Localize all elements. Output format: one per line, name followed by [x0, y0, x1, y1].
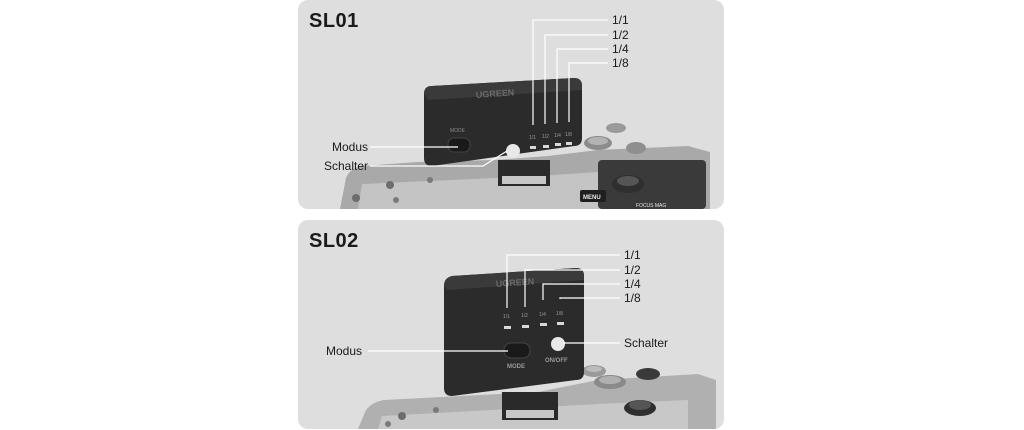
led-mark: 1/2: [521, 313, 528, 319]
camera-dial-top: [599, 376, 621, 384]
device-top-edge: [424, 78, 582, 100]
camera-control-wheel-top: [617, 176, 639, 186]
device-mode-button: [447, 137, 471, 153]
led-1-1: [504, 326, 511, 329]
screw-hole: [386, 181, 394, 189]
panel-sl01: MENU FOCUS MAG UGREEN MODE 1/1 1/2 1/4 1…: [298, 0, 724, 209]
callout-line-1-8: [568, 62, 608, 122]
led-1-4: [540, 323, 547, 326]
focus-mag-text: FOCUS MAG: [636, 203, 666, 209]
device-body: [444, 268, 584, 396]
camera-control-wheel-top: [629, 400, 651, 410]
device-mode-text: MODE: [507, 364, 525, 370]
callout-line-switch: [370, 150, 508, 167]
callout-line-1-4: [556, 48, 608, 123]
led-1-8: [566, 142, 572, 145]
led-mark: 1/4: [539, 312, 546, 318]
camera-dial: [626, 142, 646, 154]
callout-line-1-8: [559, 297, 620, 299]
camera-dial-top: [586, 366, 602, 372]
callout-line-1-2: [524, 269, 620, 307]
sl01-illustration: MENU FOCUS MAG UGREEN MODE 1/1 1/2 1/4 1…: [340, 19, 710, 209]
level-label-1-2: 1/2: [624, 263, 641, 277]
device-brand: UGREEN: [475, 87, 514, 100]
camera-dial: [606, 123, 626, 133]
panel-sl02: UGREEN MODE ON/OFF 1/1 1/2 1/4 1/8 SL02 …: [298, 220, 724, 429]
camera-dial-dark: [636, 368, 660, 380]
menu-button-text: MENU: [583, 195, 601, 201]
mode-label: Modus: [331, 140, 368, 154]
panel-title: SL01: [309, 10, 359, 32]
led-mark: 1/2: [542, 134, 549, 140]
hot-shoe-plate: [506, 410, 554, 418]
led-1-8: [557, 322, 564, 325]
camera-grip: [598, 160, 706, 209]
device-switch-button: [506, 144, 520, 158]
led-1-2: [543, 145, 549, 148]
led-1-2: [522, 325, 529, 328]
hot-shoe-plate: [502, 176, 546, 184]
device-switch-button: [551, 337, 565, 351]
led-1-1: [530, 146, 536, 149]
mode-label: Modus: [325, 344, 362, 358]
callout-line-1-4: [542, 283, 620, 300]
screw-hole: [398, 412, 406, 420]
device-led-group: 1/1 1/2 1/4 1/8: [529, 132, 572, 149]
led-mark: 1/4: [554, 133, 561, 139]
level-label-1-8: 1/8: [624, 291, 641, 305]
switch-label: Schalter: [624, 336, 669, 350]
led-mark: 1/1: [529, 135, 536, 141]
screw-hole: [427, 177, 433, 183]
camera-dial-top: [588, 137, 608, 145]
device-onoff-text: ON/OFF: [545, 358, 568, 364]
led-mark: 1/1: [503, 314, 510, 320]
level-label-1-2: 1/2: [612, 28, 629, 42]
screw-hole: [433, 407, 439, 413]
device-mode-text: MODE: [450, 128, 466, 134]
screw-hole: [352, 194, 360, 202]
level-label-1-1: 1/1: [624, 248, 641, 262]
level-label-1-4: 1/4: [624, 277, 641, 291]
callout-lines: [368, 254, 620, 352]
switch-label: Schalter: [323, 159, 368, 173]
callout-line-1-2: [544, 34, 608, 124]
level-label-1-8: 1/8: [612, 56, 629, 70]
led-mark: 1/8: [565, 132, 572, 138]
callout-line-1-1: [506, 254, 620, 308]
callout-lines: [370, 19, 608, 167]
level-label-1-4: 1/4: [612, 42, 629, 56]
screw-hole: [385, 421, 391, 427]
led-1-4: [555, 143, 561, 146]
screw-hole: [393, 197, 399, 203]
sl02-illustration: UGREEN MODE ON/OFF 1/1 1/2 1/4 1/8: [358, 254, 716, 429]
menu-button: [580, 190, 606, 202]
device-led-group: 1/1 1/2 1/4 1/8: [503, 311, 564, 329]
device-top-edge: [444, 268, 584, 290]
callout-line-1-1: [532, 19, 608, 125]
level-label-1-1: 1/1: [612, 13, 629, 27]
panel-title: SL02: [309, 230, 359, 252]
led-mark: 1/8: [556, 311, 563, 317]
